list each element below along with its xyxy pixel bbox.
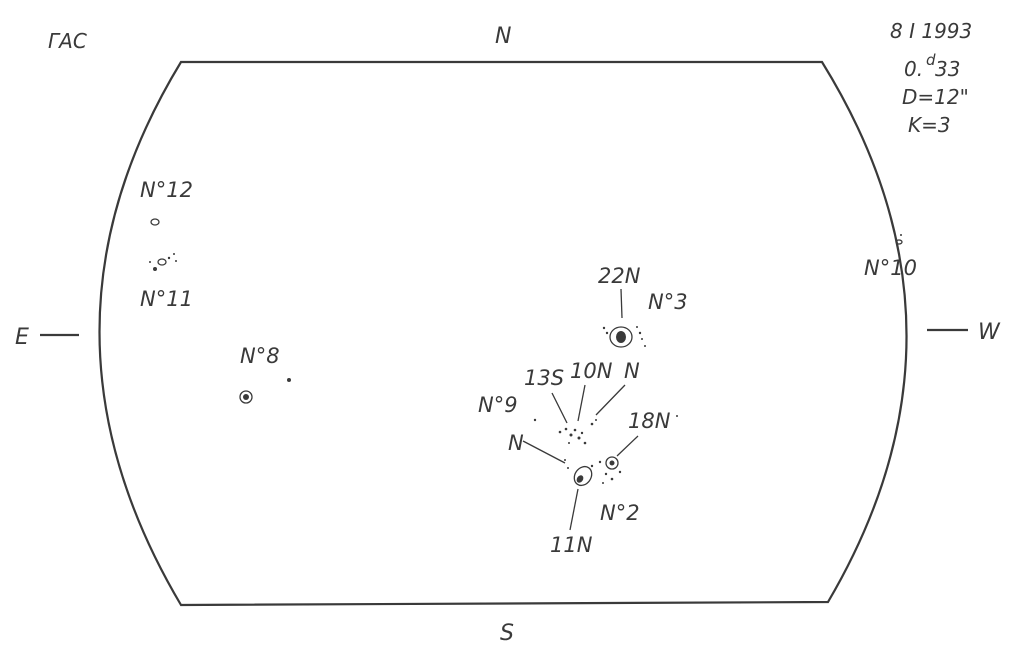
solar-disk-outline (98, 60, 908, 607)
k-value-label: K=3 (908, 113, 951, 137)
group-2-label: N°2 (600, 501, 640, 525)
west-label: W (978, 320, 1001, 345)
group-9-spots (533, 415, 678, 445)
group-10-label: N°10 (864, 256, 917, 280)
group-11-label: N°11 (140, 287, 193, 311)
spot-22n-label: 22N (598, 264, 641, 288)
time-fraction: 33 (935, 57, 960, 81)
spot-n-left-label: N (508, 431, 524, 455)
group-2-spots (564, 456, 622, 487)
group-3-label: N°3 (648, 290, 688, 314)
east-label: E (15, 325, 29, 350)
observer-label: ГАС (48, 29, 87, 53)
group-10-spots (895, 234, 903, 245)
spot-n-upper-leader (595, 384, 626, 416)
date-label: 8 I 1993 (890, 19, 972, 43)
time-main: 0. (904, 57, 923, 81)
group-8-spots (239, 378, 291, 404)
spot-n-upper-label: N (624, 359, 640, 383)
group-11-spots (149, 253, 177, 271)
diameter-label: D=12" (902, 85, 969, 109)
spot-22n-leader (620, 288, 623, 319)
north-label: N (495, 24, 511, 49)
group-12-label: N°12 (140, 178, 193, 202)
spot-13s-leader (551, 392, 568, 424)
spot-n-left-leader (522, 440, 566, 464)
group-12-spot (150, 218, 160, 226)
time-superscript: d (926, 51, 936, 69)
group-9-label: N°9 (478, 393, 518, 417)
spot-10n-leader (577, 384, 586, 422)
spot-18n-label: 18N (628, 409, 671, 433)
group-3-spots (602, 326, 646, 348)
spot-11n-leader (569, 488, 579, 531)
group-8-label: N°8 (240, 344, 280, 368)
south-label: S (500, 621, 514, 646)
spot-10n-label: 10N (570, 359, 613, 383)
spot-11n-label: 11N (550, 533, 593, 557)
spot-18n-leader (616, 435, 639, 457)
spot-13s-label: 13S (524, 366, 564, 390)
